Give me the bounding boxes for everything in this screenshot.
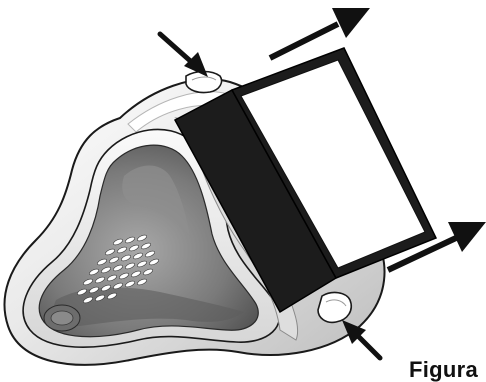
latch-tab-bottom	[318, 293, 351, 323]
arrow-down-right-icon	[160, 34, 208, 77]
exhalation-port-inner	[51, 311, 73, 325]
arrow-right-icon	[270, 8, 370, 58]
